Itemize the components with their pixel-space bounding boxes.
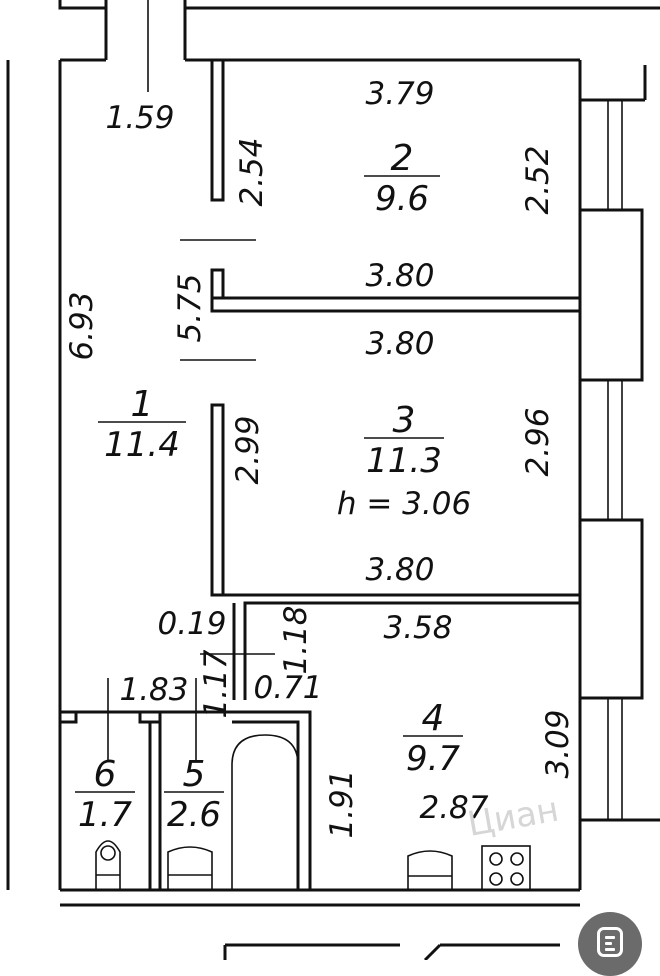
room-4-label: 49.7 — [403, 698, 463, 779]
room-6-number: 6 — [94, 754, 117, 795]
dimension-label-room2-bottom: 3.80 — [365, 258, 434, 294]
dimension-label-hall-length: 6.93 — [64, 291, 100, 360]
document-scan-icon — [597, 927, 623, 957]
dimension-label-wall-118: 1.18 — [278, 605, 314, 674]
interior-walls — [58, 58, 582, 891]
dimension-ticks — [107, 0, 275, 760]
dimension-label-room3-bottom: 3.80 — [365, 552, 434, 588]
room-3-number: 3 — [393, 400, 416, 441]
room-1-area: 11.4 — [104, 425, 180, 465]
dimension-label-room2-top: 3.79 — [365, 76, 434, 112]
room-3-area: 11.3 — [366, 441, 442, 481]
room-labels: 111.4 29.6 311.3 h = 3.06 49.7 52.6 61.7 — [75, 138, 471, 835]
dimension-label-room4-right: 3.09 — [540, 709, 576, 778]
outer-walls — [6, 0, 660, 960]
dimension-label-room2-right: 2.52 — [520, 145, 556, 214]
dimension-label-wall-071: 0.71 — [253, 670, 322, 706]
dimension-labels: 1.59 3.79 2.54 2.52 3.80 5.75 6.93 3.80 2.99 2.96… — [64, 76, 576, 839]
room-4-area: 9.7 — [406, 739, 460, 779]
dimension-label-room4-top: 3.58 — [383, 610, 452, 646]
dimension-label-room4-bottom: 2.87 — [419, 790, 488, 826]
dimension-label-wall-117: 1.17 — [198, 649, 234, 718]
room-2-label: 29.6 — [364, 138, 440, 219]
dimension-label-room3-top: 3.80 — [365, 326, 434, 362]
dimension-label-corridor-width: 1.59 — [105, 100, 174, 136]
document-scan-button[interactable] — [578, 912, 642, 976]
dimension-label-room3-right: 2.96 — [520, 407, 556, 476]
room-3-label: 311.3 h = 3.06 — [337, 400, 471, 522]
room-1-label: 111.4 — [98, 384, 186, 465]
room-2-area: 9.6 — [375, 179, 429, 219]
room-4-number: 4 — [422, 698, 445, 739]
room-5-number: 5 — [183, 754, 206, 795]
room-6-area: 1.7 — [78, 795, 132, 835]
room-6-label: 61.7 — [75, 754, 135, 835]
room-5-area: 2.6 — [167, 795, 221, 835]
room-3-ceiling-height: h = 3.06 — [337, 486, 471, 522]
room-2-number: 2 — [391, 138, 414, 179]
dimension-label-room2-left: 2.54 — [234, 137, 270, 206]
dimension-label-passage-width: 0.19 — [157, 606, 226, 642]
dimension-label-room3-left: 2.99 — [230, 415, 266, 484]
room-1-number: 1 — [131, 384, 154, 425]
room-5-label: 52.6 — [164, 754, 224, 835]
dimension-label-room4-left: 1.91 — [324, 769, 360, 838]
dimension-label-hall-segment: 5.75 — [172, 273, 208, 342]
dimension-label-wc-bath-width: 1.83 — [119, 672, 188, 708]
